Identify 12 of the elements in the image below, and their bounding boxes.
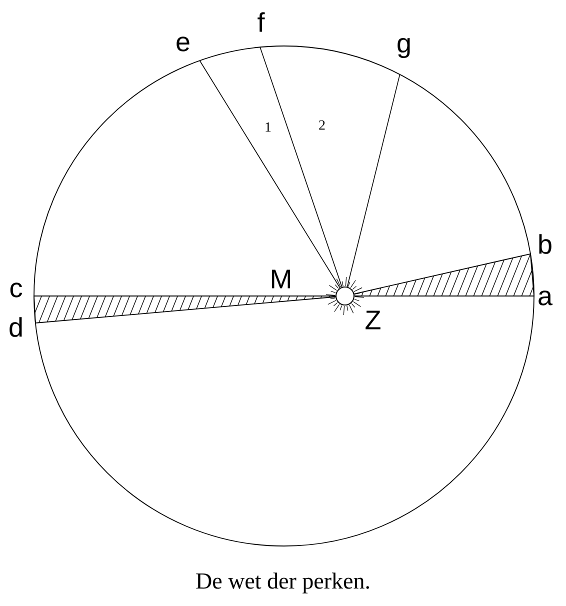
area-number: 1: [266, 122, 271, 132]
caption: De wet der perken.: [196, 572, 369, 594]
point-label: g: [398, 38, 410, 58]
point-label: e: [176, 36, 190, 52]
point-label: a: [538, 290, 553, 306]
point-label: b: [539, 234, 552, 254]
point-label: M: [272, 270, 290, 288]
point-label: c: [10, 282, 22, 298]
point-label: f: [258, 12, 265, 32]
point-label: Z: [366, 310, 380, 330]
point-label: d: [10, 317, 22, 337]
area-number: 2: [319, 120, 325, 130]
